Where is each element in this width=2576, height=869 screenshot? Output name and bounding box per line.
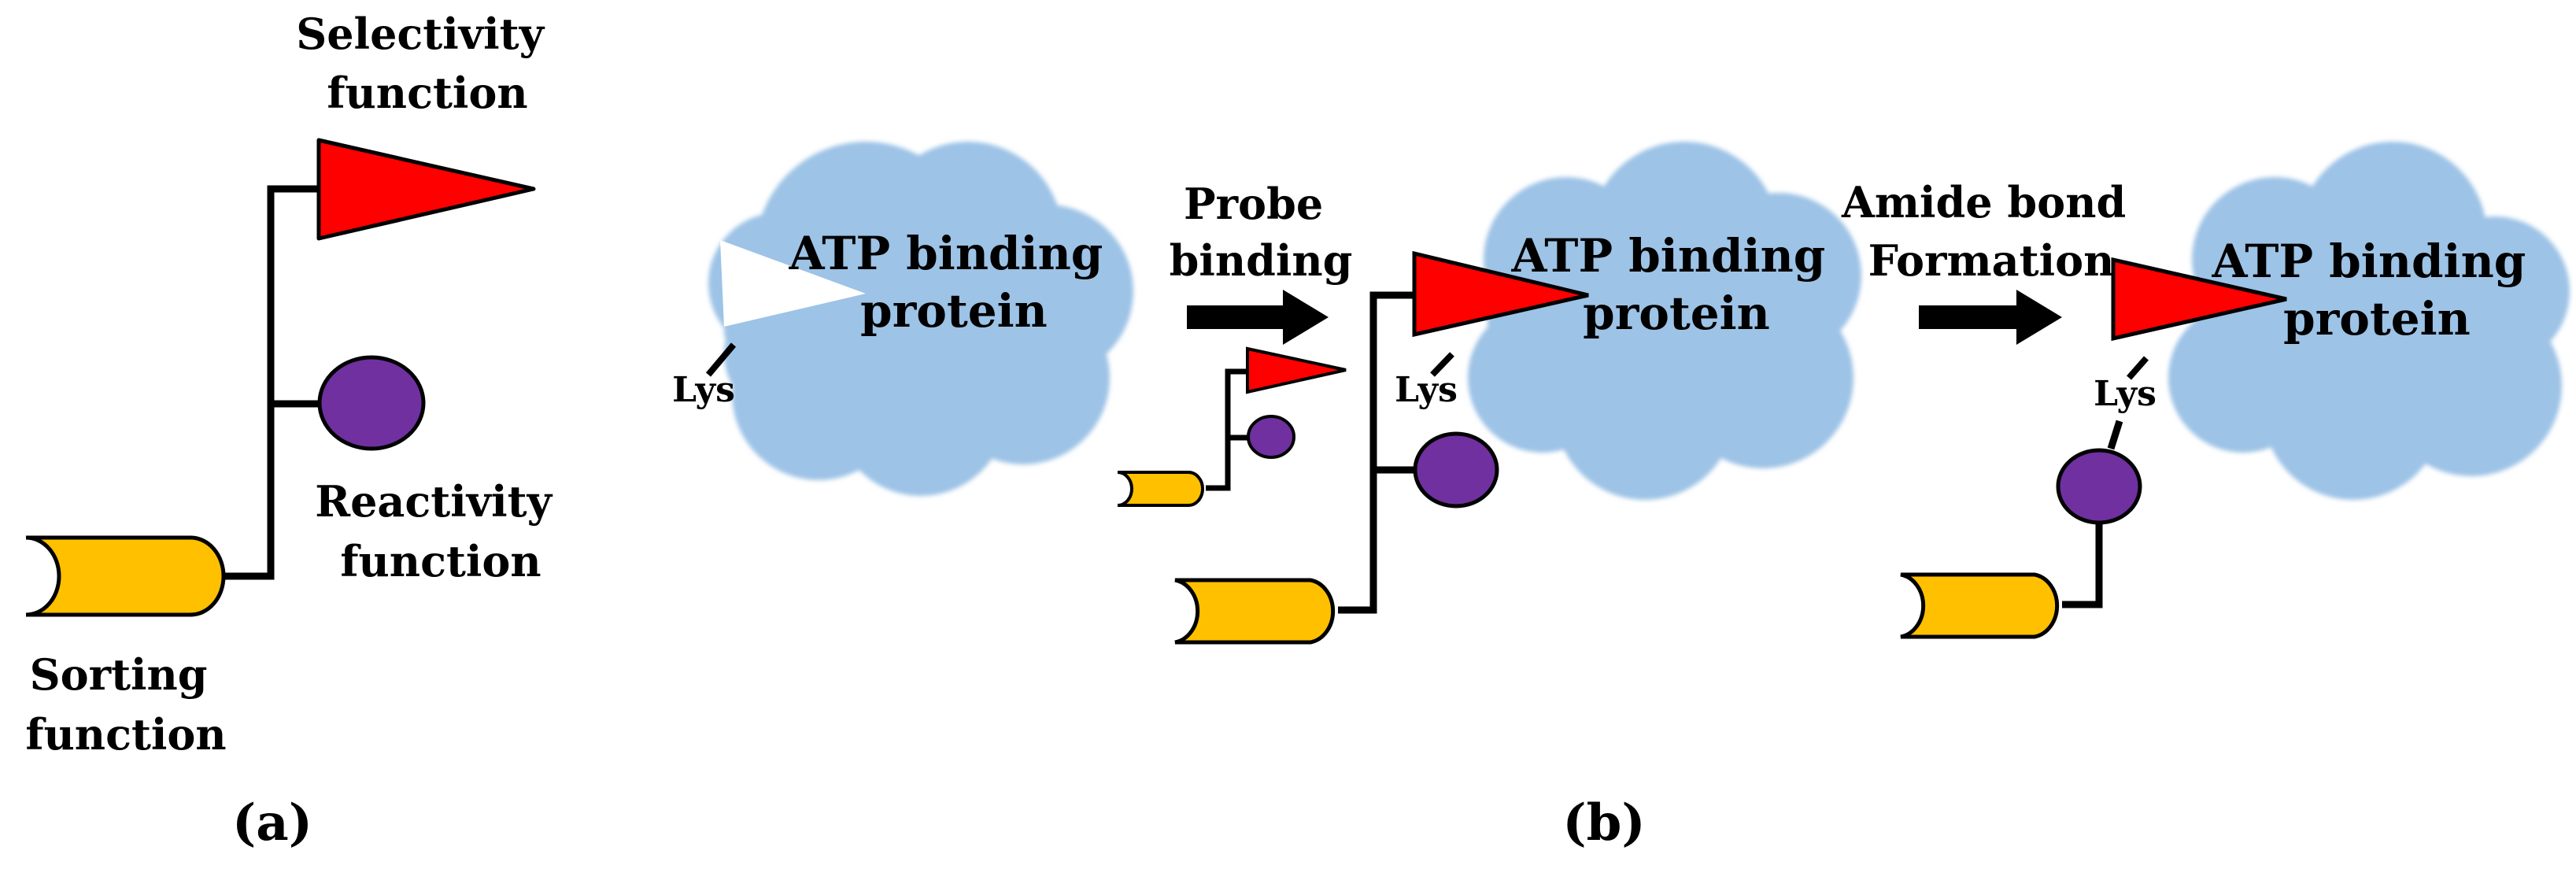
selectivity-label: Selectivity function <box>296 9 559 118</box>
protein-cloud-stage3: Lys ATP binding protein <box>1900 142 2570 639</box>
panel-b: Lys ATP binding protein Probe binding <box>672 142 2570 852</box>
reactivity-circle-icon <box>1247 415 1295 459</box>
reactivity-circle-icon <box>2056 448 2142 525</box>
panel-b-caption: (b) <box>1562 793 1645 852</box>
protein-label: ATP binding protein <box>2211 235 2541 346</box>
reactivity-label: Reactivity function <box>315 476 567 586</box>
blue-cloud-icon <box>2168 142 2570 500</box>
right-arrow-icon <box>1919 290 2062 345</box>
sorting-label: Sorting function <box>25 649 226 760</box>
reactivity-circle-icon <box>1413 431 1499 508</box>
lys-residue <box>2126 356 2149 380</box>
lys-label: Lys <box>1395 370 1458 410</box>
right-arrow-icon <box>1187 290 1329 345</box>
reactivity-circle-icon <box>317 355 426 451</box>
sorting-tag-icon <box>1117 471 1204 507</box>
lys-residue <box>1430 352 1454 377</box>
protein-cloud-stage1: Lys ATP binding protein <box>672 142 1133 496</box>
lys-label: Lys <box>2094 374 2157 414</box>
selectivity-flag-icon <box>1246 346 1347 394</box>
selectivity-flag-icon <box>2111 257 2287 342</box>
step2-label: Amide bond Formation <box>1841 177 2141 286</box>
protein-cloud-stage2: Lys ATP binding protein <box>1174 142 1861 645</box>
probe-linker <box>223 185 319 580</box>
lys-residue <box>705 342 737 377</box>
selectivity-flag-icon <box>1412 250 1589 338</box>
sorting-tag-icon <box>1174 578 1336 645</box>
selectivity-flag-icon <box>316 138 536 241</box>
panel-a: Selectivity function Reactivity function… <box>25 9 567 852</box>
protein-label: ATP binding protein <box>788 227 1118 338</box>
lys-label: Lys <box>672 370 735 410</box>
panel-a-caption: (a) <box>232 793 312 852</box>
blue-cloud-icon <box>1468 142 1861 500</box>
step1-label: Probe binding <box>1170 179 1353 286</box>
protein-label: ATP binding protein <box>1510 229 1841 340</box>
small-probe <box>1117 346 1347 507</box>
sorting-tag-icon <box>25 535 226 617</box>
sorting-tag-icon <box>1900 572 2060 639</box>
